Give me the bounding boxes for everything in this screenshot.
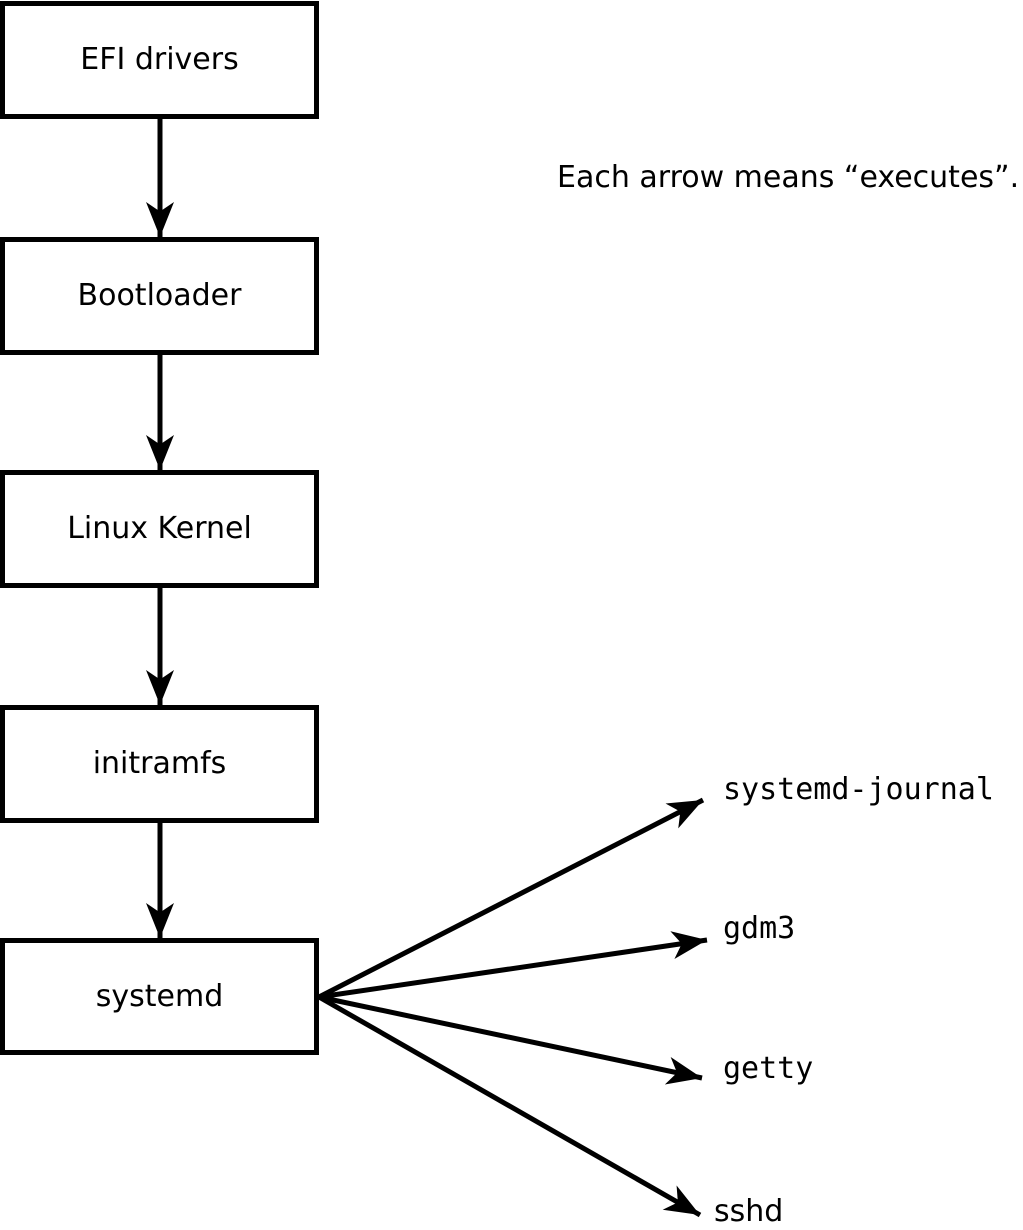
label-getty: getty: [723, 1051, 814, 1086]
label-gdm3: gdm3: [723, 911, 796, 946]
node-efi-drivers: EFI drivers: [0, 1, 319, 119]
edge-systemd-to-getty: [318, 994, 703, 1085]
legend-note: Each arrow means “executes”.: [557, 160, 1020, 195]
edge-systemd-to-gdm3: [318, 931, 708, 1000]
node-initramfs: initramfs: [0, 705, 319, 823]
label-sshd: sshd: [714, 1194, 784, 1229]
node-systemd: systemd: [0, 938, 319, 1055]
node-bootloader: Bootloader: [0, 237, 319, 355]
edge-systemd-to-sshd: [317, 994, 702, 1218]
edge-systemd-to-systemd-journal: [317, 797, 705, 1000]
node-linux-kernel: Linux Kernel: [0, 470, 319, 588]
label-systemd-journal: systemd-journal: [723, 772, 994, 807]
